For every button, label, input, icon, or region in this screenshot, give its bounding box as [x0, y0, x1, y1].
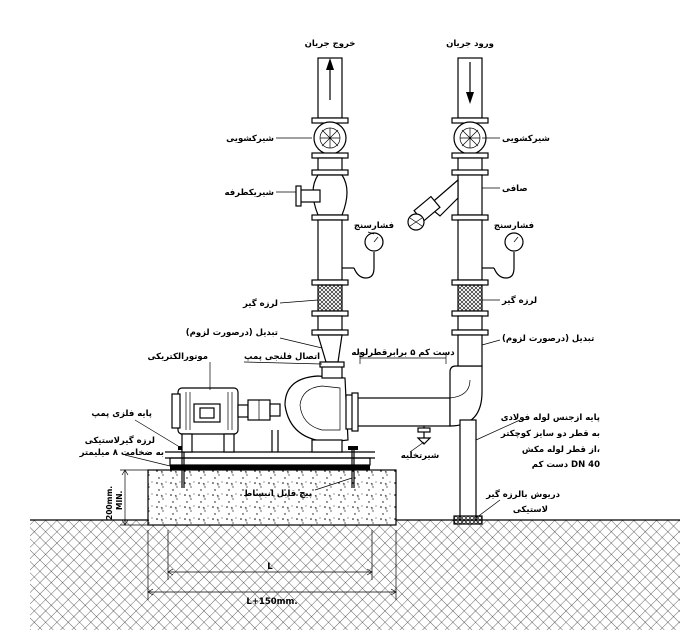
label-strainer: صافی	[502, 184, 528, 194]
text-labels: خروج جریان ورود جریان شیرکشویی شیرکشویی …	[79, 39, 600, 607]
label-reducer-right: تبدیل (درصورت لزوم)	[502, 334, 594, 344]
label-gate-valve-right: شیرکشویی	[502, 134, 550, 144]
label-dim-l: L	[267, 562, 273, 572]
dimensions	[120, 352, 447, 600]
label-support-3: از قطر لوله مکش،	[522, 445, 600, 455]
suction-pipe	[351, 365, 483, 445]
label-inlet-flow: ورود جریان	[446, 39, 494, 49]
label-vibration-right: لرزه گیر	[501, 295, 537, 306]
label-dim-height: 200mm.	[105, 486, 114, 520]
label-support-4: دست کم DN 40	[532, 460, 600, 470]
label-anchor-bolt: پیچ قابل انبساط	[244, 489, 313, 499]
label-gauge-right: فشارسنج	[494, 221, 534, 231]
label-drain-valve: شیرتخلیه	[401, 451, 440, 461]
label-support-1: پایه ازجنس لوله فولادی	[501, 413, 600, 423]
ground	[30, 519, 680, 630]
label-dim-min: MIN.	[115, 490, 124, 510]
label-gate-valve-left: شیرکشویی	[226, 134, 274, 144]
label-gauge-left: فشارسنج	[354, 221, 394, 231]
label-support-2: به قطر دو سایز کوچکتر	[500, 429, 600, 439]
label-metal-base: پایه فلزی پمپ	[91, 409, 152, 419]
label-motor: موتورالکتریکی	[147, 352, 208, 362]
suction-line	[407, 57, 524, 525]
label-rubber-pad-1: لرزه گیرلاستیکی	[85, 435, 155, 446]
discharge-line	[295, 57, 384, 368]
label-pump-flange: اتصال فلنجی پمپ	[244, 352, 320, 362]
label-rubber-pad-2: به ضخامت ۸ میلیمتر	[79, 448, 164, 458]
label-reducer-left: تبدیل (درصورت لزوم)	[186, 328, 278, 338]
label-base-pad-2: لاستیکی	[513, 505, 548, 515]
electric-motor	[171, 387, 281, 453]
label-base-pad-1: دریوش بالرزه گیر	[485, 489, 561, 500]
concrete-foundation	[147, 469, 397, 526]
centrifugal-pump	[271, 365, 355, 453]
base-plate	[165, 446, 375, 488]
leader-lines	[124, 137, 521, 519]
label-check-valve: شیریکطرفه	[224, 188, 274, 198]
label-min-length: دست کم ۵ برابرقطرلوله	[351, 348, 455, 358]
label-outlet-flow: خروج جریان	[305, 39, 356, 49]
label-vibration-left: لرزه گیر	[242, 298, 278, 309]
label-dim-l150: L+150mm.	[246, 597, 297, 607]
